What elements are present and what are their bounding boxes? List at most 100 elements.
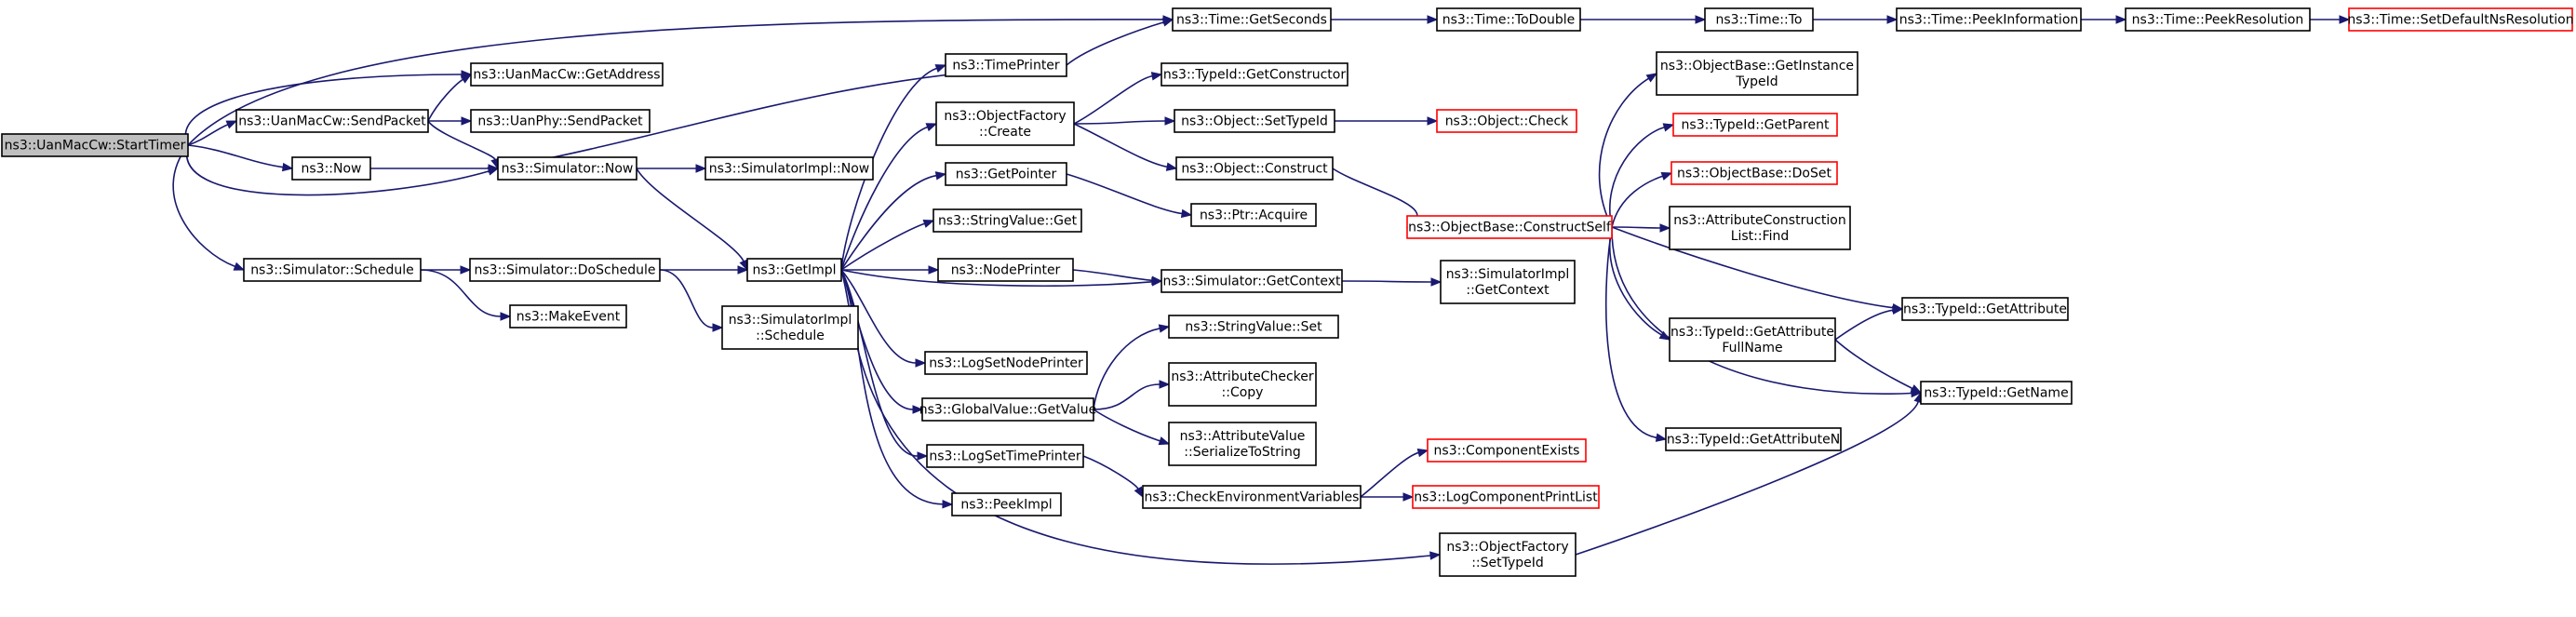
- function-node-peek-impl[interactable]: ns3::PeekImpl: [951, 492, 1062, 516]
- edge-line: [1341, 280, 1432, 283]
- arrowhead-icon: [1134, 486, 1144, 499]
- function-node-typeid-get-name[interactable]: ns3::TypeId::GetName: [1920, 381, 2073, 405]
- edge-line: [1834, 309, 1894, 341]
- node-label: ns3::StringValue::Set: [1185, 320, 1322, 335]
- function-node-ns3-now[interactable]: ns3::Now: [291, 156, 371, 181]
- call-edge: [1360, 492, 1415, 502]
- node-box: [2348, 7, 2573, 32]
- node-label: ns3::TypeId::GetParent: [1682, 118, 1830, 133]
- function-node-object-set-type-id[interactable]: ns3::Object::SetTypeId: [1174, 109, 1335, 133]
- function-node-attribute-value-serialize[interactable]: ns3::AttributeValue::SerializeToString: [1168, 422, 1317, 466]
- function-node-peek-resolution[interactable]: ns3::Time::PeekResolution: [2125, 7, 2311, 32]
- node-label: ns3::Time::GetSeconds: [1176, 13, 1327, 28]
- edge-line: [185, 144, 490, 196]
- call-edge: [1093, 409, 1171, 446]
- function-node-string-value-set[interactable]: ns3::StringValue::Set: [1168, 315, 1339, 339]
- function-node-ptr-acquire[interactable]: ns3::Ptr::Acquire: [1190, 203, 1317, 227]
- call-edge: [1066, 173, 1193, 219]
- call-edge: [840, 171, 947, 271]
- function-node-simulator-do-schedule[interactable]: ns3::Simulator::DoSchedule: [469, 258, 661, 282]
- function-node-attribute-checker-copy[interactable]: ns3::AttributeChecker::Copy: [1168, 362, 1317, 407]
- node-box: [1901, 297, 2069, 321]
- function-node-object-factory-set-type-id[interactable]: ns3::ObjectFactory::SetTypeId: [1439, 532, 1576, 577]
- function-node-typeid-get-constructor[interactable]: ns3::TypeId::GetConstructor: [1161, 62, 1348, 87]
- function-node-global-value-get-value[interactable]: ns3::GlobalValue::GetValue: [919, 397, 1096, 422]
- function-node-start-timer[interactable]: ns3::UanMacCw::StartTimer: [1, 133, 189, 157]
- arrowhead-icon: [460, 74, 473, 84]
- function-node-component-exists[interactable]: ns3::ComponentExists: [1427, 438, 1587, 463]
- node-label: ns3::ObjectBase::GetInstance: [1660, 59, 1854, 74]
- node-box: [1669, 317, 1836, 362]
- function-node-log-set-node-printer[interactable]: ns3::LogSetNodePrinter: [924, 351, 1088, 375]
- node-label: ns3::TypeId::GetAttributeN: [1667, 433, 1840, 448]
- node-box: [1, 133, 189, 157]
- arrowhead-icon: [695, 164, 707, 173]
- node-box: [1172, 7, 1332, 32]
- node-box: [937, 258, 1074, 282]
- node-box: [1142, 485, 1362, 509]
- function-node-node-printer[interactable]: ns3::NodePrinter: [937, 258, 1074, 282]
- node-box: [509, 304, 627, 329]
- function-node-typeid-get-attribute[interactable]: ns3::TypeId::GetAttribute: [1901, 297, 2069, 321]
- node-label: ns3::AttributeValue: [1180, 429, 1306, 444]
- function-node-time-printer[interactable]: ns3::TimePrinter: [945, 53, 1067, 77]
- edge-line: [636, 168, 745, 262]
- call-edge: [1331, 15, 1439, 24]
- function-node-get-seconds[interactable]: ns3::Time::GetSeconds: [1172, 7, 1332, 32]
- function-node-send-packet-mac[interactable]: ns3::UanMacCw::SendPacket: [235, 109, 429, 133]
- function-node-make-event[interactable]: ns3::MakeEvent: [509, 304, 627, 329]
- arrowhead-icon: [1161, 18, 1174, 27]
- function-node-log-component-print-list[interactable]: ns3::LogComponentPrintList: [1412, 485, 1600, 509]
- function-node-peek-information[interactable]: ns3::Time::PeekInformation: [1896, 7, 2082, 32]
- function-node-object-base-construct-self[interactable]: ns3::ObjectBase::ConstructSelf: [1406, 215, 1613, 239]
- node-label: ns3::Object::SetTypeId: [1181, 114, 1328, 129]
- function-node-typeid-get-parent[interactable]: ns3::TypeId::GetParent: [1672, 113, 1838, 137]
- function-node-get-address[interactable]: ns3::UanMacCw::GetAddress: [470, 62, 664, 87]
- call-edge: [2081, 15, 2127, 24]
- arrowhead-icon: [1886, 15, 1898, 24]
- function-node-get-pointer[interactable]: ns3::GetPointer: [945, 162, 1067, 186]
- function-node-get-impl[interactable]: ns3::GetImpl: [746, 258, 842, 282]
- call-edge: [636, 168, 748, 272]
- function-node-simulator-get-context[interactable]: ns3::Simulator::GetContext: [1161, 269, 1343, 293]
- call-edge: [1611, 226, 1923, 398]
- call-edge: [840, 64, 947, 271]
- function-node-simulator-impl-get-context[interactable]: ns3::SimulatorImpl::GetContext: [1440, 260, 1576, 304]
- call-edge: [1093, 380, 1171, 410]
- node-label: ns3::Time::PeekResolution: [2132, 13, 2304, 28]
- call-edge: [1072, 269, 1163, 285]
- arrowhead-icon: [488, 164, 500, 173]
- function-node-simulator-now[interactable]: ns3::Simulator::Now: [497, 156, 637, 181]
- call-edge: [1580, 15, 1707, 24]
- node-box: [1439, 532, 1576, 577]
- function-node-object-check[interactable]: ns3::Object::Check: [1436, 109, 1577, 133]
- node-label: ns3::Time::ToDouble: [1442, 13, 1576, 28]
- node-label: ::SetTypeId: [1471, 556, 1544, 570]
- function-node-check-env-vars[interactable]: ns3::CheckEnvironmentVariables: [1142, 485, 1362, 509]
- function-node-send-packet-phy[interactable]: ns3::UanPhy::SendPacket: [470, 109, 651, 133]
- function-node-string-value-get[interactable]: ns3::StringValue::Get: [932, 208, 1082, 233]
- function-node-log-set-time-printer[interactable]: ns3::LogSetTimePrinter: [926, 444, 1084, 468]
- function-node-object-factory-create[interactable]: ns3::ObjectFactory::Create: [935, 101, 1075, 146]
- function-node-simulator-impl-now[interactable]: ns3::SimulatorImpl::Now: [704, 156, 874, 181]
- function-node-object-base-do-set[interactable]: ns3::ObjectBase::DoSet: [1670, 161, 1838, 185]
- function-node-set-default-ns-resolution[interactable]: ns3::Time::SetDefaultNsResolution: [2347, 7, 2574, 32]
- function-node-time-to[interactable]: ns3::Time::To: [1704, 7, 1814, 32]
- function-node-object-construct[interactable]: ns3::Object::Construct: [1175, 156, 1334, 181]
- function-node-typeid-get-attribute-n[interactable]: ns3::TypeId::GetAttributeN: [1665, 427, 1842, 451]
- function-node-to-double[interactable]: ns3::Time::ToDouble: [1436, 7, 1581, 32]
- arrowhead-icon: [1402, 492, 1415, 502]
- node-label: ns3::Object::Construct: [1181, 162, 1328, 177]
- node-label: ns3::StringValue::Get: [938, 214, 1078, 229]
- node-box: [1704, 7, 1814, 32]
- arrowhead-icon: [922, 219, 935, 228]
- node-box: [721, 305, 859, 350]
- node-label: ns3::MakeEvent: [517, 310, 621, 325]
- node-box: [945, 53, 1067, 77]
- function-node-simulator-impl-schedule[interactable]: ns3::SimulatorImpl::Schedule: [721, 305, 859, 350]
- node-box: [1665, 427, 1842, 451]
- function-node-simulator-schedule[interactable]: ns3::Simulator::Schedule: [243, 258, 422, 282]
